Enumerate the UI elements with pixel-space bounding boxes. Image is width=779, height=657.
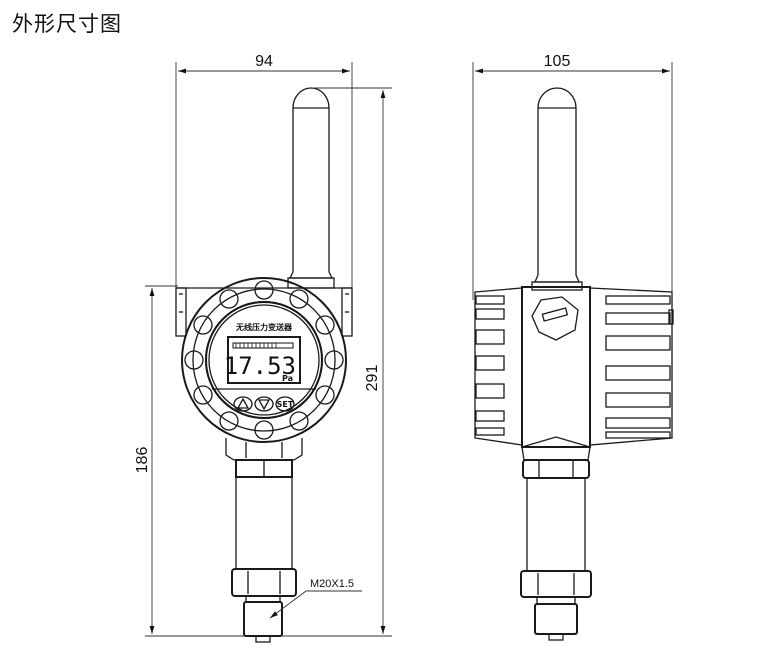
svg-text:SET: SET xyxy=(277,400,294,409)
side-view: 105 xyxy=(472,53,674,641)
thread-callout: M20X1.5 xyxy=(269,578,362,619)
down-button[interactable] xyxy=(254,396,274,412)
thread-spec: M20X1.5 xyxy=(310,578,354,590)
antenna-side xyxy=(531,87,583,291)
total-height-dimension: 291 xyxy=(282,90,392,637)
width-label-94: 94 xyxy=(255,53,273,70)
process-connection-side xyxy=(520,459,592,641)
process-connection-front xyxy=(225,438,303,643)
front-view: 94 xyxy=(134,53,392,643)
page-title: 外形尺寸图 xyxy=(12,12,122,36)
antenna-front xyxy=(287,87,335,289)
width-dimension-side: 105 xyxy=(472,53,673,300)
body-height-label: 186 xyxy=(134,447,151,474)
button-row: SET xyxy=(233,396,295,412)
up-button[interactable] xyxy=(233,396,253,412)
device-label: 无线压力变送器 xyxy=(235,322,293,332)
housing-side xyxy=(474,286,674,461)
body-height-dimension: 186 xyxy=(134,285,244,637)
total-height-label: 291 xyxy=(364,365,381,392)
width-label-105: 105 xyxy=(544,53,571,70)
lcd-unit: Pa xyxy=(282,374,293,383)
lcd-display: 17.53 Pa xyxy=(212,336,316,390)
lcd-value: 17.53 xyxy=(224,352,296,380)
width-dimension-front: 94 xyxy=(175,53,353,300)
set-button[interactable]: SET xyxy=(275,396,295,412)
